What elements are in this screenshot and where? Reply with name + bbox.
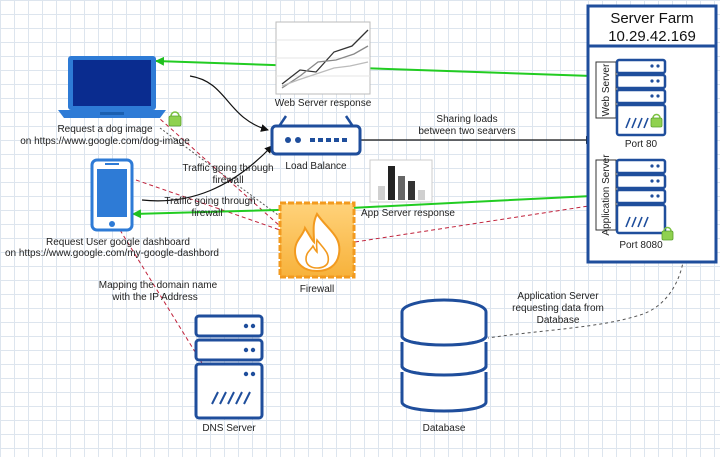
web-response-label: Web Server response — [275, 98, 372, 109]
app-db-caption-line1: Application Server — [517, 291, 599, 302]
firewall-label: Firewall — [300, 284, 334, 295]
firewall-icon — [278, 201, 356, 279]
web-server-label-box — [595, 61, 617, 119]
web-server-icon — [615, 58, 667, 137]
laptop-icon — [58, 56, 166, 118]
dotted-link-app-db — [487, 187, 686, 339]
phone-caption-line2: on https://www.google.com/my-google-dash… — [5, 248, 219, 259]
lock-icon — [650, 113, 663, 128]
phone-caption-line1: Request User google dashboard — [46, 237, 190, 248]
server-farm-ip: 10.29.42.169 — [608, 28, 696, 45]
connectors — [119, 56, 686, 369]
arrow-phone-to-loadbalancer — [141, 145, 273, 202]
app-db-caption-line3: Database — [537, 315, 580, 326]
web-response-chart-icon — [275, 21, 371, 95]
app-server-port: Port 8080 — [619, 240, 663, 251]
arrow-laptop-to-loadbalancer — [189, 75, 269, 132]
web-server-port: Port 80 — [625, 139, 658, 150]
laptop-caption-line1: Request a dog image — [57, 124, 153, 135]
mapping-caption-line1: Mapping the domain name — [99, 280, 218, 291]
traffic-upper-line1: Traffic going through — [182, 163, 273, 174]
traffic-upper-line2: firewall — [212, 175, 243, 186]
sharing-caption-line2: between two searvers — [418, 126, 515, 137]
arrow-web-response — [155, 56, 593, 77]
dotted-link-laptop-firewall — [159, 127, 279, 216]
load-balancer-label: Load Balance — [285, 161, 347, 172]
database-icon — [400, 298, 488, 413]
app-response-chart-icon — [369, 159, 433, 203]
sharing-caption-line1: Sharing loads — [436, 114, 497, 125]
load-balancer-icon — [270, 115, 362, 156]
lock-icon — [661, 226, 674, 241]
dns-server-icon — [194, 314, 264, 420]
traffic-lower-line1: Traffic going through — [164, 196, 255, 207]
traffic-lower-line2: firewall — [191, 208, 222, 219]
web-server-label: Web Server — [601, 63, 612, 116]
app-server-icon — [615, 158, 667, 235]
dns-server-label: DNS Server — [202, 423, 256, 434]
app-response-label: App Server response — [361, 208, 455, 219]
database-label: Database — [423, 423, 466, 434]
app-db-caption-line2: requesting data from — [512, 303, 604, 314]
mapping-caption-line2: with the IP Address — [111, 292, 197, 303]
dashed-link-laptop-firewall — [149, 109, 291, 236]
phone-icon — [90, 158, 134, 232]
dashed-link-phone-dns — [119, 229, 206, 369]
laptop-caption-line2: on https://www.google.com/dog-image — [20, 136, 190, 147]
dashed-link-firewall-farm — [354, 204, 596, 243]
lock-icon — [168, 111, 182, 127]
dashed-link-phone-firewall — [135, 179, 281, 231]
app-server-label: Application Server — [601, 154, 612, 236]
server-farm-title: Server Farm — [610, 10, 693, 27]
